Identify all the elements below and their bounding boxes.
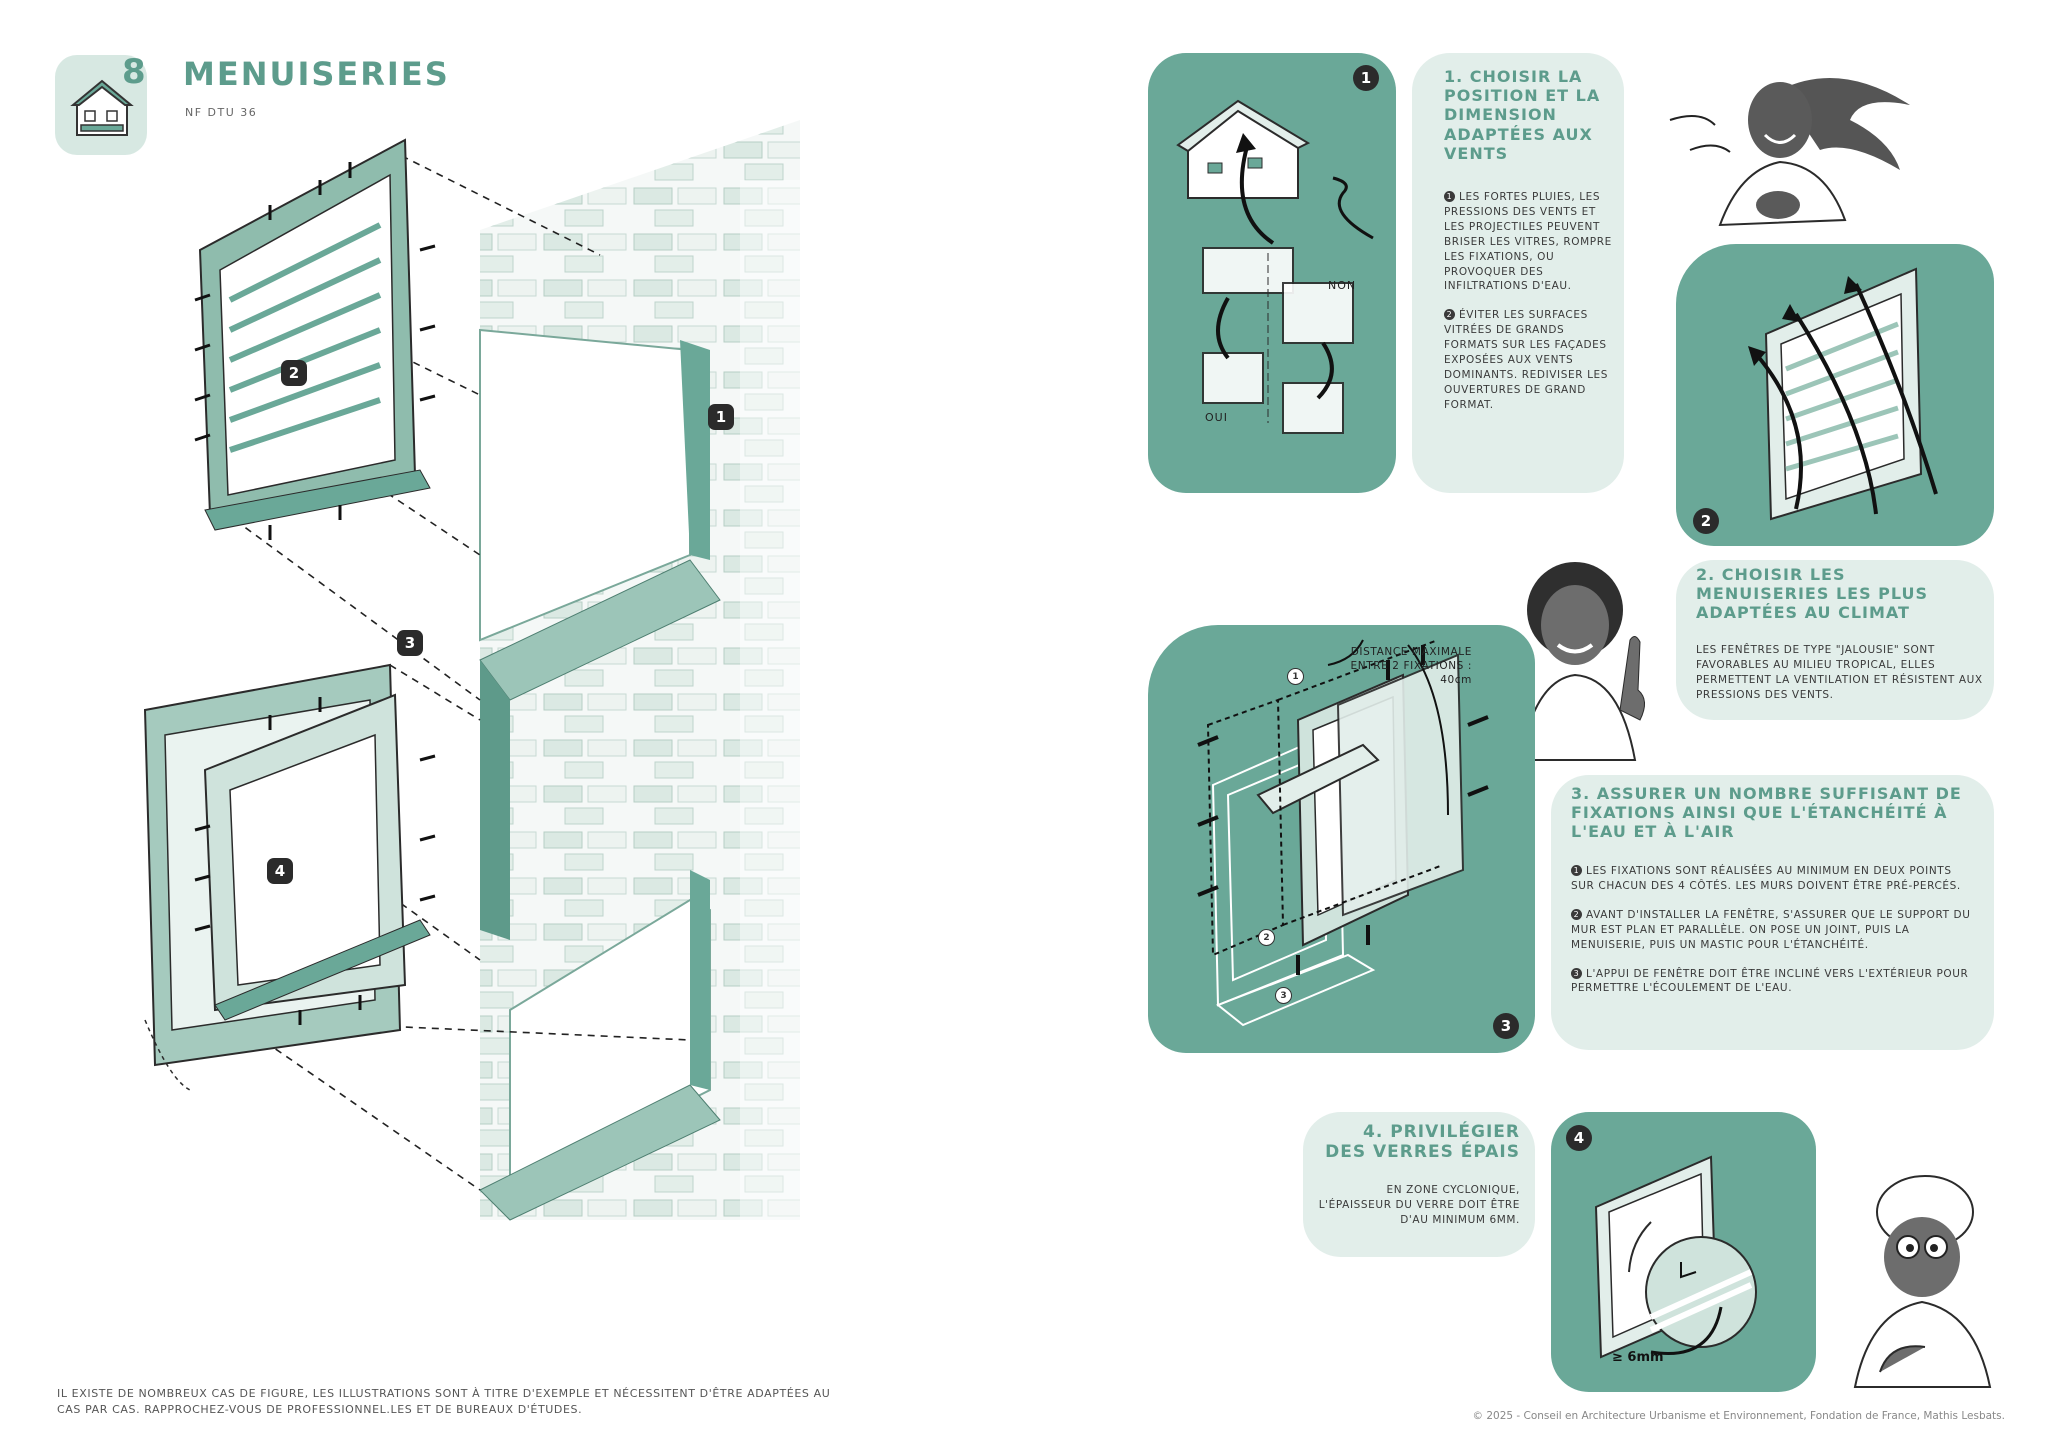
house-icon xyxy=(70,79,134,136)
step3-marker-3: 3 xyxy=(1275,987,1292,1004)
step1-title: 1. CHOISIR LA POSITION ET LA DIMENSION A… xyxy=(1444,67,1601,163)
step4-text: EN ZONE CYCLONIQUE, L'ÉPAISSEUR DU VERRE… xyxy=(1318,1184,1520,1226)
step3-item2-text: AVANT D'INSTALLER LA FENÊTRE, S'ASSURER … xyxy=(1571,908,1971,951)
page-title: MENUISERIES xyxy=(183,55,450,93)
marker-2: 2 xyxy=(281,360,307,386)
step3-text-card xyxy=(1551,775,1994,1050)
step3-marker-1: 1 xyxy=(1287,668,1304,685)
step3-item1-text: LES FIXATIONS SONT RÉALISÉES AU MINIMUM … xyxy=(1571,865,1961,892)
step3-marker-2: 2 xyxy=(1258,929,1275,946)
step2-badge: 2 xyxy=(1693,508,1719,534)
step3-item3-text: L'APPUI DE FENÊTRE DOIT ÊTRE INCLINÉ VER… xyxy=(1571,967,1969,995)
grandmother-character xyxy=(1853,1175,1992,1388)
step1-label-non: NON xyxy=(1328,279,1357,292)
page-subtitle: NF DTU 36 xyxy=(185,106,258,119)
copyright-text: © 2025 - Conseil en Architecture Urbanis… xyxy=(1472,1410,2006,1422)
step1-item2-num: 2 xyxy=(1444,309,1455,321)
step4-text-card xyxy=(1303,1112,1535,1257)
jalousie-window-illustration xyxy=(1748,267,1938,521)
step1-item2-text: ÉVITER LES SURFACES VITRÉES DE GRANDS FO… xyxy=(1444,309,1609,411)
step3-item2-num: 2 xyxy=(1571,908,1582,920)
window-fixing-illustration xyxy=(1197,639,1489,1027)
woman-wind-character xyxy=(1669,78,1910,227)
step1-text-card xyxy=(1412,53,1624,493)
step4-badge: 4 xyxy=(1566,1125,1592,1151)
step3-distance-label: DISTANCE MAXIMALE ENTRE 2 FIXATIONS : 40… xyxy=(1350,646,1472,687)
step3-item1-num: 1 xyxy=(1571,865,1582,876)
step1-item1-num: 1 xyxy=(1444,191,1455,202)
wind-house-illustration xyxy=(1176,99,1374,434)
step3-item3-num: 3 xyxy=(1571,967,1582,979)
step4-thickness-label: ≥ 6mm xyxy=(1612,1350,1664,1365)
section-number: 8 xyxy=(122,52,146,92)
step1-label-oui: OUI xyxy=(1205,411,1228,424)
step1-badge: 1 xyxy=(1353,65,1379,91)
marker-4: 4 xyxy=(267,858,293,884)
thick-glass-illustration xyxy=(1594,1155,1757,1359)
step2-text: LES FENÊTRES DE TYPE "JALOUSIE" SONT FAV… xyxy=(1696,644,1983,701)
marker-1: 1 xyxy=(708,404,734,430)
marker-3: 3 xyxy=(397,630,423,656)
disclaimer-text: IL EXISTE DE NOMBREUX CAS DE FIGURE, LES… xyxy=(57,1387,831,1416)
step3-title: 3. ASSURER UN NOMBRE SUFFISANT DE FIXATI… xyxy=(1571,784,1962,842)
step4-title: 4. PRIVILÉGIER DES VERRES ÉPAIS xyxy=(1325,1122,1520,1163)
step2-title: 2. CHOISIR LES MENUISERIES LES PLUS ADAP… xyxy=(1696,565,1929,623)
step2-text-card xyxy=(1676,560,1994,720)
section-icon-box xyxy=(55,55,147,155)
man-pointing-character xyxy=(1518,562,1645,761)
main-window-illustration xyxy=(143,120,800,1221)
step3-badge: 3 xyxy=(1493,1013,1519,1039)
step1-item1-text: LES FORTES PLUIES, LES PRESSIONS DES VEN… xyxy=(1444,191,1612,293)
